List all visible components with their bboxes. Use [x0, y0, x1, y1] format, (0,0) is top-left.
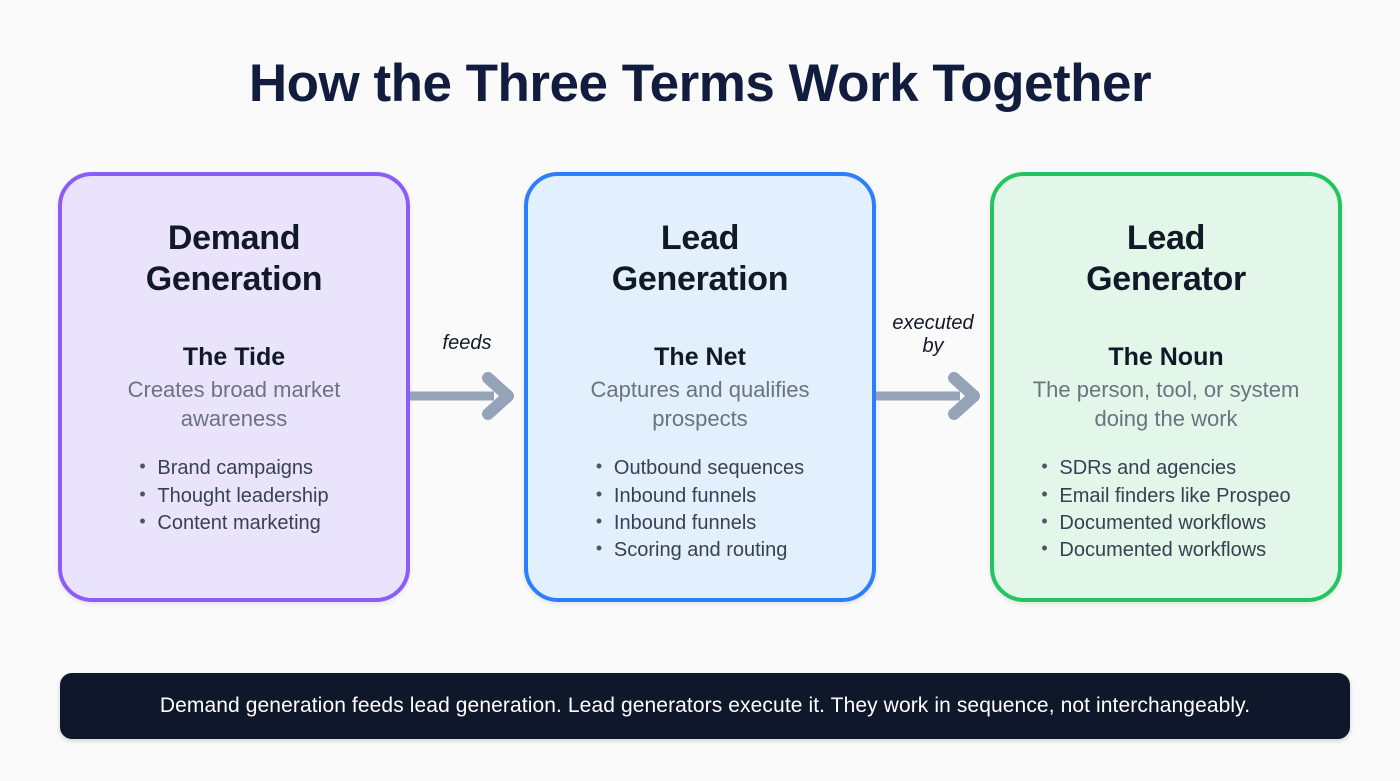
list-item: Content marketing — [139, 509, 328, 537]
summary-banner-text: Demand generation feeds lead generation.… — [159, 694, 1251, 717]
arrow-right-icon — [876, 372, 980, 420]
list-item: Outbound sequences — [596, 454, 804, 482]
card-lead-generation: Lead Generation The Net Captures and qua… — [524, 172, 876, 602]
card-description: The person, tool, or system doing the wo… — [1032, 376, 1300, 432]
list-item: Email finders like Prospeo — [1041, 482, 1290, 510]
card-title: Demand Generation — [145, 219, 323, 299]
card-demand-generation: Demand Generation The Tide Creates broad… — [58, 172, 410, 602]
card-bullet-list: SDRs and agencies Email finders like Pro… — [1041, 454, 1290, 564]
card-subtitle: The Tide — [182, 342, 286, 371]
cards-row: Demand Generation The Tide Creates broad… — [0, 172, 1400, 602]
card-subtitle: The Net — [654, 342, 746, 371]
list-item: Brand campaigns — [139, 454, 328, 482]
list-item: Inbound funnels — [596, 482, 804, 510]
card-subtitle: The Noun — [1108, 342, 1224, 371]
arrow-right-icon — [410, 372, 514, 420]
connector-feeds: feeds — [410, 172, 524, 602]
summary-banner: Demand generation feeds lead generation.… — [60, 673, 1350, 739]
card-description: Captures and qualifies prospects — [590, 376, 810, 432]
list-item: Documented workflows — [1041, 536, 1290, 564]
card-title: Lead Generator — [1086, 219, 1246, 299]
list-item: Thought leadership — [139, 482, 328, 510]
list-item: Documented workflows — [1041, 509, 1290, 537]
card-bullet-list: Outbound sequences Inbound funnels Inbou… — [596, 454, 804, 564]
connector-label: feeds — [442, 332, 492, 354]
card-bullet-list: Brand campaigns Thought leadership Conte… — [139, 454, 328, 537]
connector-label: executed by — [892, 312, 974, 357]
connector-executed-by: executed by — [876, 172, 990, 602]
page-title: How the Three Terms Work Together — [248, 54, 1152, 113]
list-item: SDRs and agencies — [1041, 454, 1290, 482]
list-item: Scoring and routing — [596, 536, 804, 564]
card-title: Lead Generation — [611, 219, 789, 299]
card-description: Creates broad market awareness — [127, 376, 341, 432]
card-lead-generator: Lead Generator The Noun The person, tool… — [990, 172, 1342, 602]
list-item: Inbound funnels — [596, 509, 804, 537]
